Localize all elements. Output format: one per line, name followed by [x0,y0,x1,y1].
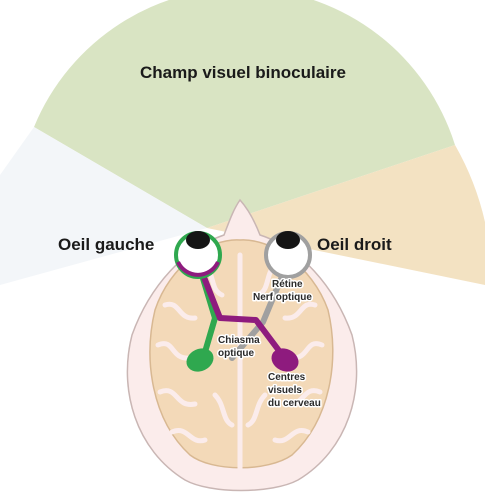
right-eye-label: Oeil droit [317,235,392,254]
left-retina-arc [176,261,220,277]
visual-pathways [195,259,291,361]
left-eye [174,231,222,279]
right-pupil [276,231,300,249]
crossed-pathway [195,259,283,355]
left-monocular-field-wedge [0,127,207,285]
chiasma-label-line1: Chiasma [218,335,260,346]
binocular-field-wedge [34,0,455,228]
left-eye-label: Oeil gauche [58,235,154,254]
optic-nerve-label: Nerf optique [253,292,312,303]
centres-label-line3: du cerveau [268,398,321,409]
right-monocular-field-wedge [207,145,485,285]
right-uncrossed-pathway [229,259,291,361]
chiasma-label-line2: optique [218,348,255,359]
retina-label: Rétine [272,279,303,290]
binocular-field-label: Champ visuel binoculaire [140,63,346,82]
centres-label-line2: visuels [268,385,302,396]
left-pupil [186,231,210,249]
brain-gyri [155,252,325,473]
right-visual-centre [271,348,299,372]
left-visual-centre [186,348,214,372]
centres-label-line1: Centres [268,372,306,383]
right-eye [264,231,312,279]
